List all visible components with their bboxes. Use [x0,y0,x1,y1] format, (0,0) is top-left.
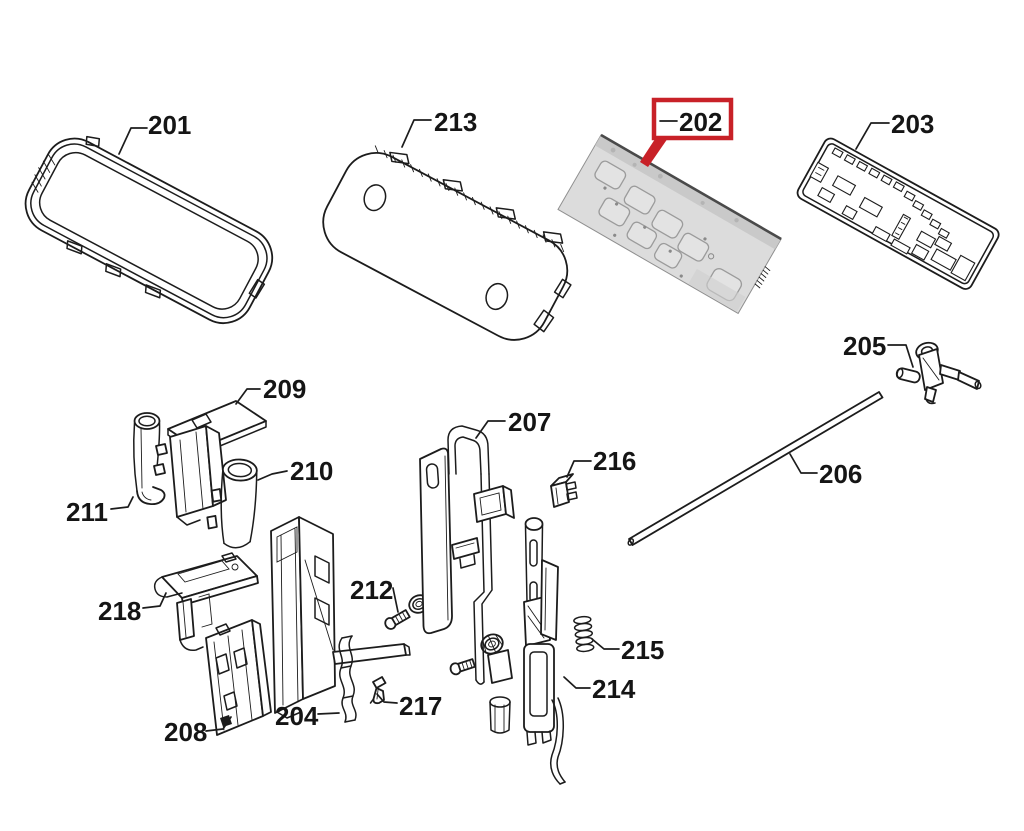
leader-line-216 [566,460,592,478]
leader-line-207 [475,420,506,439]
part-drawing-membrane-keypad [557,133,782,315]
leader-line-208 [205,716,232,732]
leader-line-206 [789,453,818,474]
part-label-202: 202 [679,107,722,137]
part-label-207: 207 [508,407,551,437]
part-label-215: 215 [621,635,664,665]
part-drawing-latch-slide [523,517,566,785]
part-label-218: 218 [98,596,141,626]
part-label-213: 213 [434,107,477,137]
highlight-leader-202 [640,136,668,167]
part-drawing-micro-clip [550,473,578,508]
leader-line-201 [118,127,148,155]
leader-line-211 [110,496,134,510]
part-label-205: 205 [843,331,886,361]
part-label-209: 209 [263,374,306,404]
part-drawing-shaft-rod [627,391,884,546]
part-drawing-screw [384,609,411,630]
part-drawing-retainer-strip [338,635,357,723]
part-drawing-valve-fitting [895,341,982,405]
leader-line-204 [317,712,340,715]
part-drawing-fastener-screw [449,658,476,676]
part-label-211: 211 [66,497,108,527]
part-label-212: 212 [350,575,393,605]
leader-line-213 [401,119,432,148]
part-drawing-channel-bracket [270,516,411,719]
part-label-203: 203 [891,109,934,139]
part-drawing-inner-panel [322,145,572,341]
part-label-210: 210 [290,456,333,486]
part-label-201: 201 [148,110,191,140]
part-label-216: 216 [593,446,636,476]
leader-line-203 [855,122,890,150]
leader-line-210 [257,470,288,481]
part-label-208: 208 [164,717,207,747]
highlight-box-202 [651,97,734,141]
leader-line-214 [563,676,591,689]
leader-line-218 [142,592,167,609]
leader-line-215 [591,638,620,650]
part-drawing-window-frame [24,135,274,324]
part-label-204: 204 [275,701,319,731]
part-drawing-mount-bracket [205,619,272,736]
part-drawing-spring [573,615,595,653]
part-drawing-control-board [796,137,1000,290]
part-drawing-small-clip [369,676,387,705]
part-label-214: 214 [592,674,636,704]
part-drawing-lever-flag [167,400,267,526]
part-label-217: 217 [399,691,442,721]
leader-line-209 [235,388,261,405]
part-drawing-latch-lever [419,425,515,734]
part-label-206: 206 [819,459,862,489]
leader-line-217 [376,693,398,704]
part-labels: 201 213 202 203 205 206 209 210 211 218 … [66,97,934,747]
part-drawing-button-cylinder [206,458,258,549]
leader-line-205 [887,344,914,368]
leader-line-212 [392,587,399,613]
part-drawing-button-plunger [133,412,168,506]
